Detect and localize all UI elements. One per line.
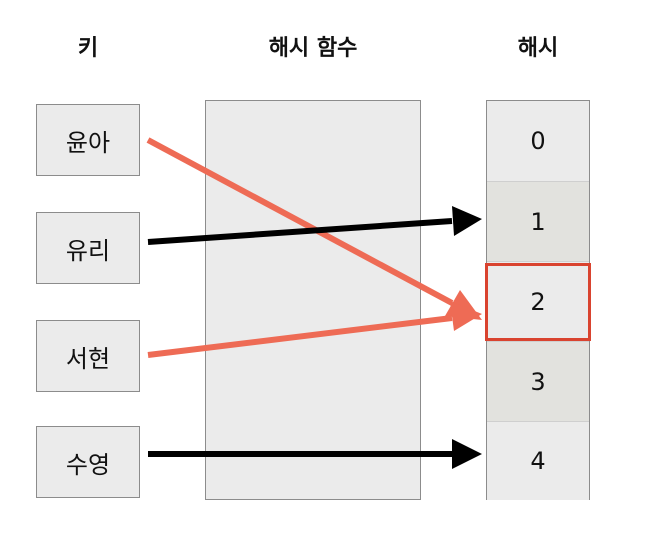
arrow-seohyun-to-2 xyxy=(147,315,453,358)
hash-function-column-title: 해시 함수 xyxy=(268,36,358,61)
key-box-yoona: 윤아 xyxy=(36,104,140,176)
hash-slot-0: 0 xyxy=(487,101,589,181)
key-box-seohyun: 서현 xyxy=(36,320,140,392)
arrow-yoona-to-2 xyxy=(146,137,454,306)
hash-slot-1: 1 xyxy=(487,181,589,262)
key-box-yuri: 유리 xyxy=(36,212,140,284)
arrowhead-sooyoung xyxy=(452,439,482,469)
hash-table: 0 1 2 3 4 xyxy=(486,100,590,500)
hash-function-box xyxy=(205,100,421,500)
hash-slot-3: 3 xyxy=(487,341,589,422)
arrowhead-seohyun xyxy=(450,301,482,331)
arrowhead-yuri xyxy=(452,206,482,236)
hash-slot-2: 2 xyxy=(487,261,589,342)
hash-column-title: 해시 xyxy=(517,36,559,61)
key-column-title: 키 xyxy=(77,36,99,61)
key-box-sooyoung: 수영 xyxy=(36,426,140,498)
arrow-yuri-to-1 xyxy=(147,218,453,245)
highlighted-slot-border xyxy=(485,263,591,341)
hash-slot-4: 4 xyxy=(487,421,589,500)
